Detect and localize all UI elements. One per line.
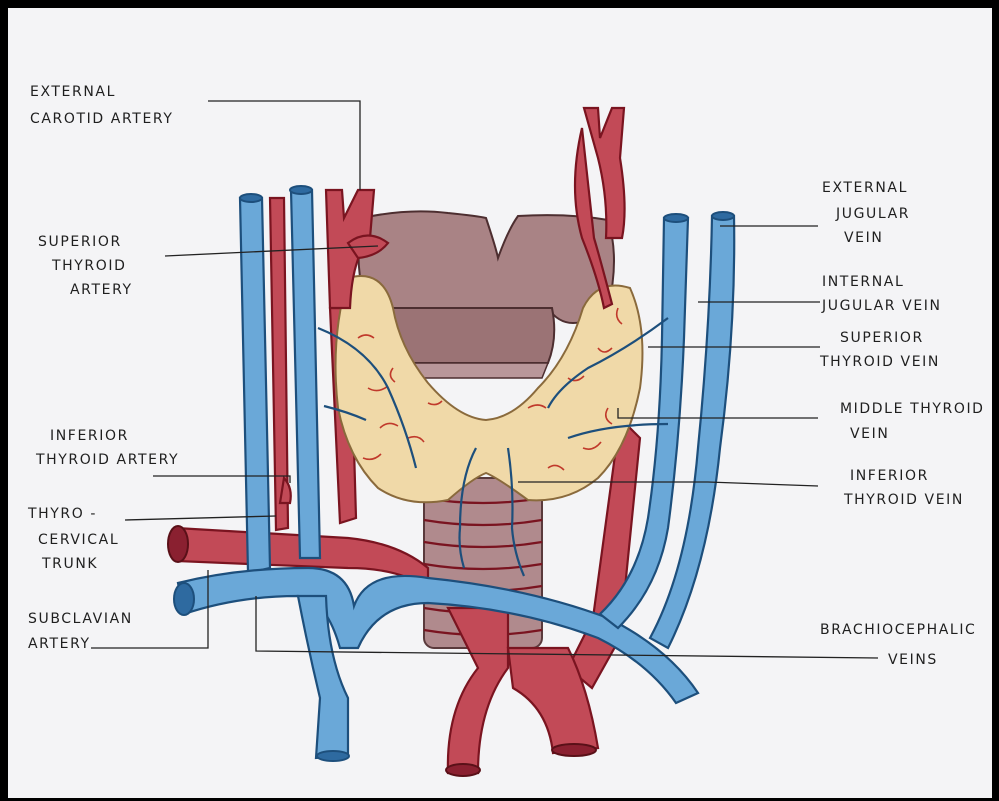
label-internal-jugular-line2: JUGULAR VEIN: [821, 298, 942, 314]
label-external-jugular-line3: VEIN: [844, 230, 883, 246]
label-brachiocephalic-line1: BRACHIOCEPHALIC: [820, 622, 976, 638]
label-superior-thyroid-artery-line3: ARTERY: [70, 282, 133, 298]
label-thyrocervical-line3: TRUNK: [41, 556, 98, 572]
label-external-jugular-line2: JUGULAR: [835, 206, 910, 222]
label-thyrocervical-line1: THYRO -: [27, 506, 97, 522]
label-superior-thyroid-artery-line1: SUPERIOR: [38, 234, 122, 250]
left-inferior-thyroid-artery: [270, 198, 291, 530]
label-superior-thyroid-artery-line2: THYROID: [51, 258, 127, 274]
label-subclavian-line1: SUBCLAVIAN: [28, 611, 133, 627]
label-middle-thyroid-vein-line1: MIDDLE THYROID: [840, 401, 985, 417]
label-brachiocephalic-line2: VEINS: [888, 652, 938, 668]
drawing-sheet: EXTERNAL CAROTID ARTERY SUPERIOR THYROID…: [8, 8, 992, 798]
label-middle-thyroid-vein-line2: VEIN: [850, 426, 889, 442]
label-external-jugular-line1: EXTERNAL: [822, 180, 908, 196]
label-internal-jugular-line1: INTERNAL: [822, 274, 904, 290]
label-inferior-thyroid-vein-line1: INFERIOR: [850, 468, 929, 484]
label-thyrocervical-line2: CERVICAL: [38, 532, 119, 548]
label-external-carotid-line1: EXTERNAL: [30, 84, 116, 100]
label-subclavian-line2: ARTERY: [28, 636, 91, 652]
label-superior-thyroid-vein-line1: SUPERIOR: [840, 330, 924, 346]
thyroid-vasculature-diagram: EXTERNAL CAROTID ARTERY SUPERIOR THYROID…: [8, 8, 992, 798]
label-inferior-thyroid-artery-line2: THYROID ARTERY: [35, 452, 179, 468]
label-inferior-thyroid-vein-line2: THYROID VEIN: [843, 492, 964, 508]
left-external-jugular-vein: [290, 186, 320, 558]
label-external-carotid-line2: CAROTID ARTERY: [30, 111, 173, 127]
label-superior-thyroid-vein-line2: THYROID VEIN: [819, 354, 940, 370]
label-inferior-thyroid-artery-line1: INFERIOR: [50, 428, 129, 444]
